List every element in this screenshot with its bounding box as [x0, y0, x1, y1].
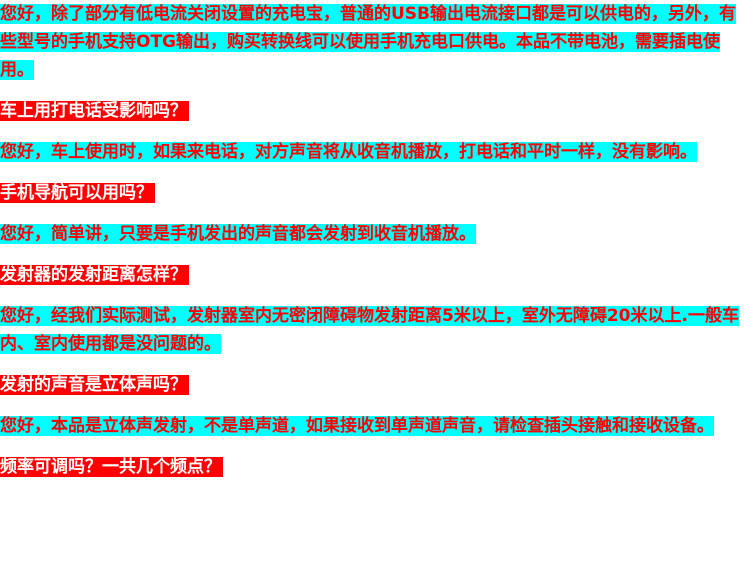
answer-text: 您好，除了部分有低电流关闭设置的充电宝，普通的USB输出电流接口都是可以供电的，… [0, 4, 737, 80]
faq-content: 您好，除了部分有低电流关闭设置的充电宝，普通的USB输出电流接口都是可以供电的，… [0, 0, 745, 481]
faq-answer-usb-power: 您好，除了部分有低电流关闭设置的充电宝，普通的USB输出电流接口都是可以供电的，… [0, 0, 745, 84]
question-text: 频率可调吗？一共几个频点？ [0, 457, 223, 477]
faq-question-phone-call: 车上用打电话受影响吗？ [0, 97, 745, 125]
faq-question-range: 发射器的发射距离怎样？ [0, 261, 745, 289]
answer-text: 您好，经我们实际测试，发射器室内无密闭障碍物发射距离5米以上，室外无障碍20米以… [0, 306, 739, 354]
question-text: 车上用打电话受影响吗？ [0, 101, 189, 121]
question-text: 发射器的发射距离怎样？ [0, 265, 189, 285]
faq-question-frequency: 频率可调吗？一共几个频点？ [0, 453, 745, 481]
faq-answer-phone-call: 您好，车上使用时，如果来电话，对方声音将从收音机播放，打电话和平时一样，没有影响… [0, 138, 745, 166]
question-text: 发射的声音是立体声吗？ [0, 375, 189, 395]
faq-question-navigation: 手机导航可以用吗？ [0, 179, 745, 207]
answer-text: 您好，本品是立体声发射，不是单声道，如果接收到单声道声音，请检查插头接触和接收设… [0, 416, 714, 436]
answer-text: 您好，简单讲，只要是手机发出的声音都会发射到收音机播放。 [0, 224, 476, 244]
answer-text: 您好，车上使用时，如果来电话，对方声音将从收音机播放，打电话和平时一样，没有影响… [0, 142, 697, 162]
question-text: 手机导航可以用吗？ [0, 183, 155, 203]
faq-answer-stereo: 您好，本品是立体声发射，不是单声道，如果接收到单声道声音，请检查插头接触和接收设… [0, 412, 745, 440]
faq-answer-range: 您好，经我们实际测试，发射器室内无密闭障碍物发射距离5米以上，室外无障碍20米以… [0, 302, 745, 358]
faq-question-stereo: 发射的声音是立体声吗？ [0, 371, 745, 399]
faq-answer-navigation: 您好，简单讲，只要是手机发出的声音都会发射到收音机播放。 [0, 220, 745, 248]
